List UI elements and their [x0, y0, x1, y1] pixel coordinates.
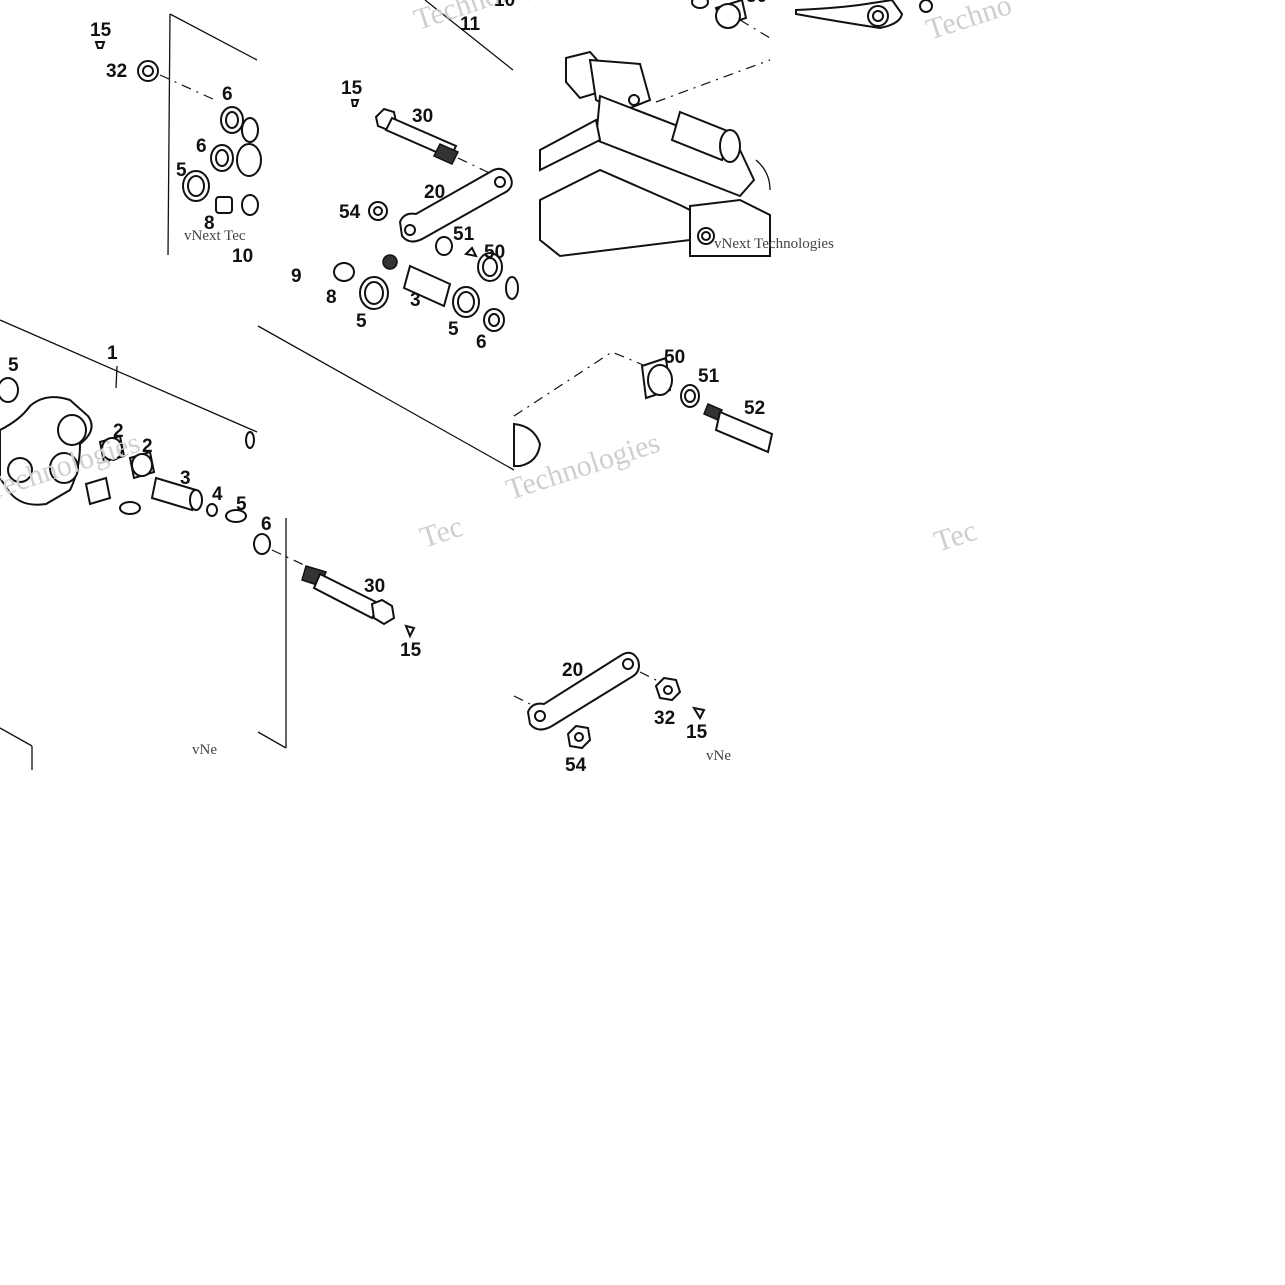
- callout-label: 50: [746, 0, 767, 7]
- callout-label: 52: [744, 398, 765, 419]
- nut-part: [368, 201, 388, 221]
- tile-3: 50 vNext Technologies: [539, 0, 834, 258]
- callout-label: 3: [410, 290, 421, 311]
- callout-label: 5: [356, 311, 367, 332]
- callout-label: 51: [453, 224, 475, 245]
- tile-4: Techno: [795, 0, 1016, 47]
- watermark: Tec: [416, 510, 467, 555]
- callout-label: 6: [476, 332, 487, 353]
- guide-line: [257, 325, 515, 471]
- tile-7: 6 30 15 vNe: [0, 514, 422, 770]
- callout-label: 11: [460, 14, 481, 35]
- nut-part: [137, 60, 159, 82]
- nut-part: [654, 676, 682, 702]
- callout-label: 1: [107, 343, 118, 364]
- watermark: vNe: [192, 742, 217, 758]
- tile-2: Technologies 11 10: [291, 0, 572, 353]
- callout-label: 30: [412, 106, 433, 127]
- screw-part: [94, 41, 106, 49]
- bolt-part: [301, 565, 416, 639]
- callout-label: 5: [176, 160, 187, 181]
- callout-label: 15: [686, 722, 708, 743]
- nut-part: [566, 724, 592, 750]
- callout-label: 10: [232, 246, 253, 267]
- callout-label: 32: [106, 61, 127, 82]
- callout-label: 15: [400, 640, 422, 661]
- watermark: vNe: [706, 748, 731, 764]
- callout-label: 9: [291, 266, 302, 287]
- callout-label: 54: [339, 202, 361, 223]
- tile-8: 20 32 15 54 vNe: [513, 651, 731, 776]
- callout-label: 32: [654, 708, 675, 729]
- link-part: [513, 651, 661, 731]
- callout-label: 50: [664, 347, 685, 368]
- swingarm-frame: [539, 50, 771, 258]
- callout-label: 10: [494, 0, 515, 11]
- callout-label: 5: [448, 319, 459, 340]
- watermark: Techno: [922, 0, 1016, 47]
- callout-label: 6: [196, 136, 207, 157]
- callout-label: 54: [565, 755, 587, 776]
- callout-label: 8: [204, 213, 215, 234]
- callout-label: 15: [341, 78, 363, 99]
- watermark: vNext Tec: [184, 228, 246, 244]
- bolt-part: [350, 99, 501, 179]
- callout-label: 2: [113, 421, 124, 442]
- callout-label: 3: [180, 468, 191, 489]
- callout-label: 8: [326, 287, 337, 308]
- callout-label: 30: [364, 576, 385, 597]
- bushing-part: [333, 254, 505, 332]
- callout-label: 50: [484, 242, 505, 263]
- watermark: vNext Technologies: [714, 236, 834, 252]
- screw-part: [691, 706, 706, 721]
- callout-label: 6: [261, 514, 272, 535]
- bushing-part: [691, 0, 748, 29]
- watermark: Technologies: [410, 0, 572, 37]
- callout-label: 20: [562, 660, 583, 681]
- callout-label: 6: [222, 84, 233, 105]
- bearing-part: [84, 431, 255, 523]
- watermark: Tec: [930, 514, 981, 559]
- bushing-part: [435, 236, 519, 300]
- tile-5: 1 5 2 2 3 4 5 Technologies: [0, 319, 258, 523]
- callout-label: 51: [698, 366, 720, 387]
- bushing-part: [182, 106, 262, 216]
- rocker-part: [0, 377, 93, 506]
- callout-label: 2: [142, 436, 153, 457]
- callout-label: 4: [212, 484, 223, 505]
- tile-1: 15 32 6 6 5 8 10 vNext Tec: [90, 13, 262, 267]
- tile-6: 50 51 52 Technologies: [502, 347, 774, 507]
- callout-label: 15: [90, 20, 112, 41]
- callout-label: 5: [8, 355, 19, 376]
- callout-label: 20: [424, 182, 445, 203]
- link-part: [398, 167, 513, 243]
- callout-label: 5: [236, 494, 247, 515]
